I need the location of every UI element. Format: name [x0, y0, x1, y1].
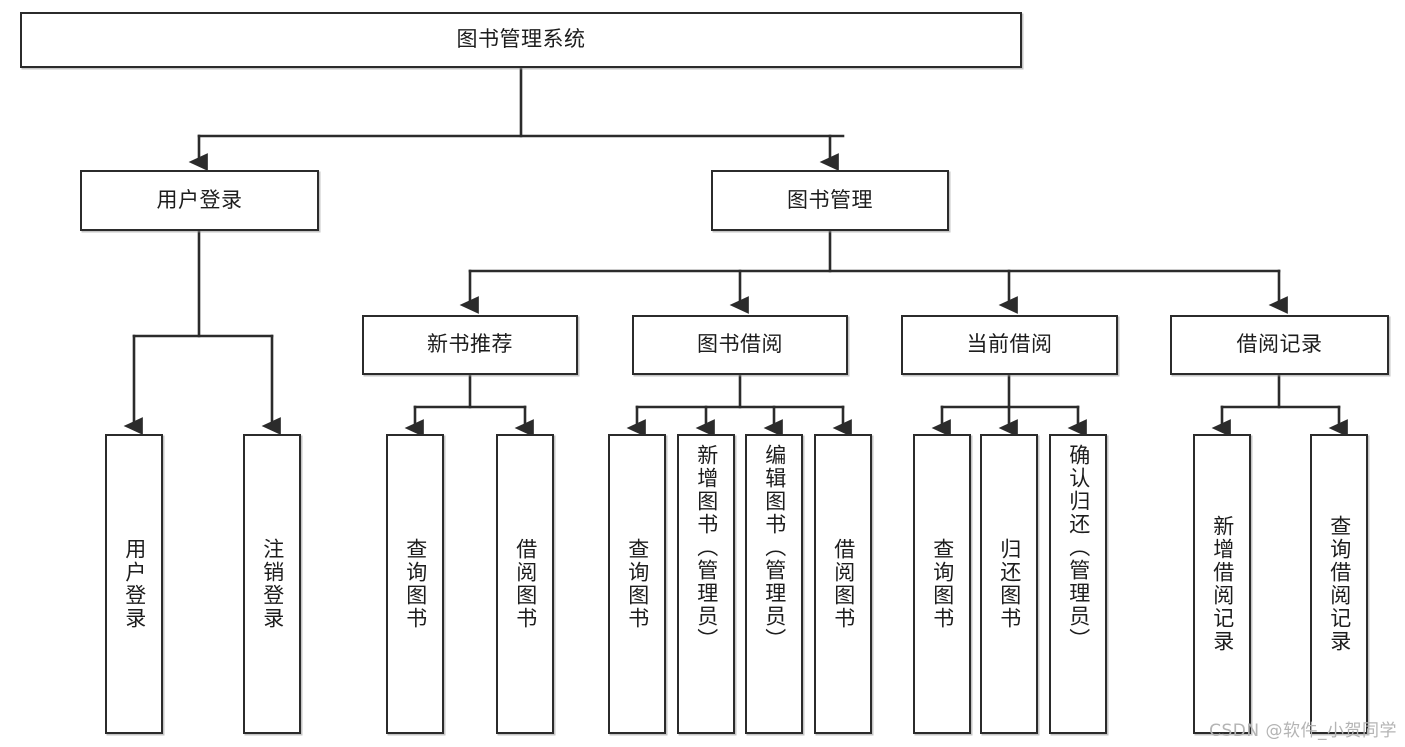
leaf-add-book-label: 新增图书（管理员）	[694, 444, 719, 651]
leaf-user-login[interactable]: 用户登录	[105, 434, 163, 734]
node-book-borrow[interactable]: 图书借阅	[632, 315, 848, 375]
leaf-add-record-label: 新增借阅记录	[1210, 515, 1235, 653]
node-current-borrow[interactable]: 当前借阅	[901, 315, 1118, 375]
leaf-query-book-2-label: 查询图书	[625, 538, 650, 630]
leaf-query-record[interactable]: 查询借阅记录	[1310, 434, 1368, 734]
leaf-query-book-1-label: 查询图书	[403, 538, 428, 630]
node-root-label: 图书管理系统	[456, 27, 586, 52]
node-user-login[interactable]: 用户登录	[80, 170, 319, 231]
node-user-login-label: 用户登录	[156, 187, 243, 212]
leaf-edit-book[interactable]: 编辑图书（管理员）	[745, 434, 803, 734]
leaf-logout[interactable]: 注销登录	[243, 434, 301, 734]
node-borrow-record-label: 借阅记录	[1236, 332, 1323, 357]
leaf-query-book-1[interactable]: 查询图书	[386, 434, 444, 734]
node-borrow-record[interactable]: 借阅记录	[1170, 315, 1389, 375]
leaf-query-book-3[interactable]: 查询图书	[913, 434, 971, 734]
node-new-book-recommend-label: 新书推荐	[427, 332, 513, 357]
leaf-query-book-3-label: 查询图书	[930, 538, 955, 630]
leaf-edit-book-label: 编辑图书（管理员）	[762, 444, 787, 651]
leaf-query-record-label: 查询借阅记录	[1327, 515, 1352, 653]
node-current-borrow-label: 当前借阅	[966, 332, 1053, 357]
leaf-user-login-label: 用户登录	[122, 538, 147, 630]
node-new-book-recommend[interactable]: 新书推荐	[362, 315, 578, 375]
node-root[interactable]: 图书管理系统	[20, 12, 1022, 68]
leaf-add-record[interactable]: 新增借阅记录	[1193, 434, 1251, 734]
leaf-return-book[interactable]: 归还图书	[980, 434, 1038, 734]
leaf-borrow-book-2-label: 借阅图书	[831, 538, 856, 630]
leaf-borrow-book-1-label: 借阅图书	[513, 538, 538, 630]
leaf-borrow-book-2[interactable]: 借阅图书	[814, 434, 872, 734]
leaf-return-book-label: 归还图书	[997, 538, 1022, 630]
leaf-borrow-book-1[interactable]: 借阅图书	[496, 434, 554, 734]
node-book-manage-label: 图书管理	[787, 187, 873, 212]
leaf-confirm-return-label: 确认归还（管理员）	[1066, 444, 1091, 651]
node-book-borrow-label: 图书借阅	[697, 332, 783, 357]
node-book-manage[interactable]: 图书管理	[711, 170, 949, 231]
leaf-add-book[interactable]: 新增图书（管理员）	[677, 434, 735, 734]
leaf-logout-label: 注销登录	[260, 538, 285, 630]
watermark: CSDN @软件_小贺同学	[1209, 721, 1397, 741]
leaf-confirm-return[interactable]: 确认归还（管理员）	[1049, 434, 1107, 734]
leaf-query-book-2[interactable]: 查询图书	[608, 434, 666, 734]
